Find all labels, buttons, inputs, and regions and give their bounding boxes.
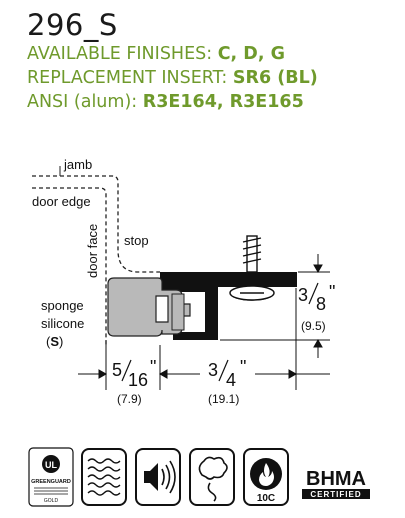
width1-mm: (7.9)	[117, 392, 142, 406]
height-dimension	[220, 254, 330, 358]
profile-drawing: jamb door edge door face stop sponge sil…	[32, 157, 335, 406]
air-infiltration-icon	[81, 448, 127, 506]
aluminum-carrier	[160, 272, 297, 340]
height-mm: (9.5)	[301, 319, 326, 333]
fire-rating-icon: 10C	[243, 448, 289, 506]
width2-unit: "	[240, 357, 246, 377]
door-face-label: door face	[85, 224, 100, 278]
sound-icon	[135, 448, 181, 506]
greenguard-icon: UL GREENGUARD GOLD	[28, 447, 74, 507]
model-number: 296_S	[27, 8, 118, 42]
smoke-icon	[189, 448, 235, 506]
fire-rating-text: 10C	[257, 493, 275, 504]
bhma-title: BHMA	[306, 468, 366, 490]
silicone-label: silicone	[41, 316, 84, 331]
height-unit: "	[329, 282, 335, 302]
stop-label: stop	[124, 233, 149, 248]
width-dimensions	[78, 288, 330, 390]
finishes-line: AVAILABLE FINISHES: C, D, G	[27, 42, 397, 66]
width1-unit: "	[150, 357, 156, 377]
insert-line: REPLACEMENT INSERT: SR6 (BL)	[27, 66, 397, 90]
width2-fraction-num: 3	[208, 360, 218, 380]
sponge-label: sponge	[41, 298, 84, 313]
door-outline	[32, 175, 160, 345]
product-header: 296_S AVAILABLE FINISHES: C, D, G REPLAC…	[27, 8, 397, 114]
sponge-seal	[107, 277, 191, 337]
greenguard-sub: GOLD	[44, 498, 59, 504]
width1-fraction-num: 5	[112, 360, 122, 380]
silicone-code: (S)	[46, 334, 63, 349]
bhma-logo: BHMA CERTIFIED	[302, 468, 370, 499]
jamb-label: jamb	[63, 157, 92, 172]
door-edge-label: door edge	[32, 194, 91, 209]
finishes-label: AVAILABLE FINISHES:	[27, 44, 218, 64]
greenguard-text: GREENGUARD	[31, 479, 71, 485]
insert-label: REPLACEMENT INSERT:	[27, 68, 233, 88]
insert-value: SR6 (BL)	[232, 68, 318, 88]
height-fraction-den: 8	[316, 294, 326, 314]
width1-fraction-den: 16	[128, 370, 148, 390]
height-fraction-num: 3	[298, 285, 308, 305]
bhma-sub: CERTIFIED	[310, 490, 361, 499]
width2-mm: (19.1)	[208, 392, 239, 406]
ansi-value: R3E164, R3E165	[142, 92, 304, 112]
finishes-value: C, D, G	[217, 44, 285, 64]
ansi-label: ANSI (alum):	[27, 92, 143, 112]
ansi-line: ANSI (alum): R3E164, R3E165	[27, 90, 397, 114]
svg-text:UL: UL	[45, 460, 57, 470]
width2-fraction-den: 4	[226, 370, 236, 390]
